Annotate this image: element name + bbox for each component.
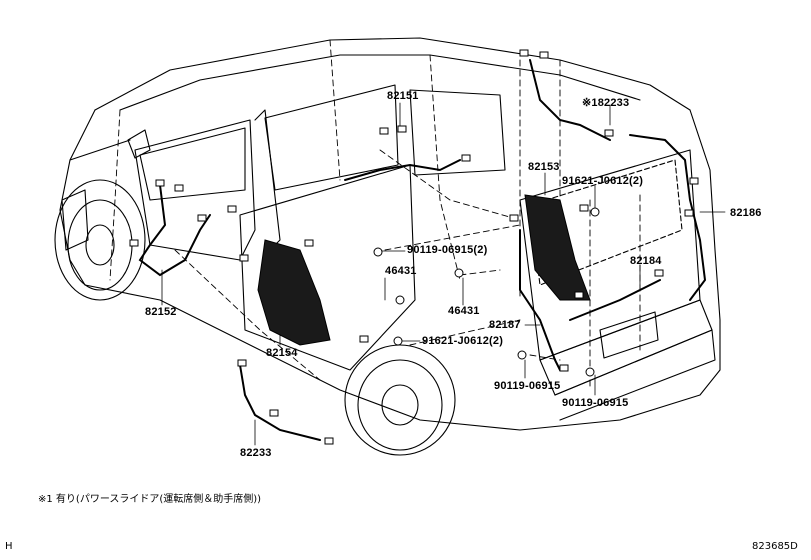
drawing-id: 823685D	[752, 541, 798, 552]
part-label-46431-b: 46431	[448, 305, 480, 317]
rear-bumper	[539, 299, 713, 396]
rear-wheel	[357, 359, 443, 451]
footnote: ※1 有り(パワースライドア(運転席側＆助手席側))	[38, 494, 262, 505]
bolt-label-90119-a: 90119-06915(2)	[407, 244, 488, 256]
hood-line	[69, 139, 131, 161]
front-hub	[85, 224, 115, 266]
front-grille	[61, 189, 89, 251]
bolt-label-91621-bottom: 91621-J0612(2)	[422, 335, 504, 347]
body-right-rear	[689, 109, 721, 371]
body-bottom	[84, 284, 721, 431]
harness-82151	[344, 159, 461, 181]
part-label-82233-bottom: 82233	[240, 447, 272, 459]
harness-82186	[629, 134, 707, 301]
roof-inner	[119, 54, 641, 111]
front-wheel-arch	[54, 179, 146, 301]
body-left-outline	[59, 109, 96, 286]
part-label-82187: 82187	[489, 319, 521, 331]
bolt-label-91621-top: 91621-J0612(2)	[562, 175, 644, 187]
license-plate	[599, 311, 659, 359]
mirror	[127, 129, 151, 159]
bolt-label-90119-c: 90119-06915	[562, 397, 629, 409]
bolt-label-90119-b: 90119-06915	[494, 380, 561, 392]
side-slide-door	[239, 164, 416, 371]
harness-82153	[524, 194, 591, 301]
roof-outline	[94, 37, 691, 111]
part-label-82154: 82154	[266, 347, 298, 359]
front-door	[134, 119, 256, 261]
harness-82184	[569, 279, 661, 321]
part-label-82152: 82152	[145, 306, 177, 318]
part-label-46431-a: 46431	[385, 265, 417, 277]
rear-bumper-lower	[554, 329, 716, 421]
rear-wheel-arch	[344, 344, 456, 456]
harness-82152	[138, 184, 211, 277]
window-front	[139, 127, 246, 201]
harness-82154	[257, 239, 331, 346]
window-middle	[264, 84, 399, 191]
rear-hub	[381, 384, 419, 426]
part-label-82184: 82184	[630, 255, 662, 267]
harness-82187	[519, 229, 561, 371]
b-pillar	[254, 109, 281, 256]
harness-82233-bottom	[239, 364, 321, 441]
part-label-82186: 82186	[730, 207, 762, 219]
part-label-82233-top: ※182233	[582, 97, 630, 109]
corner-mark: H	[5, 541, 13, 552]
part-label-82153: 82153	[528, 161, 560, 173]
part-label-82151: 82151	[387, 90, 419, 102]
window-rear-quarter	[409, 89, 506, 176]
harness-82233-top	[529, 59, 611, 141]
